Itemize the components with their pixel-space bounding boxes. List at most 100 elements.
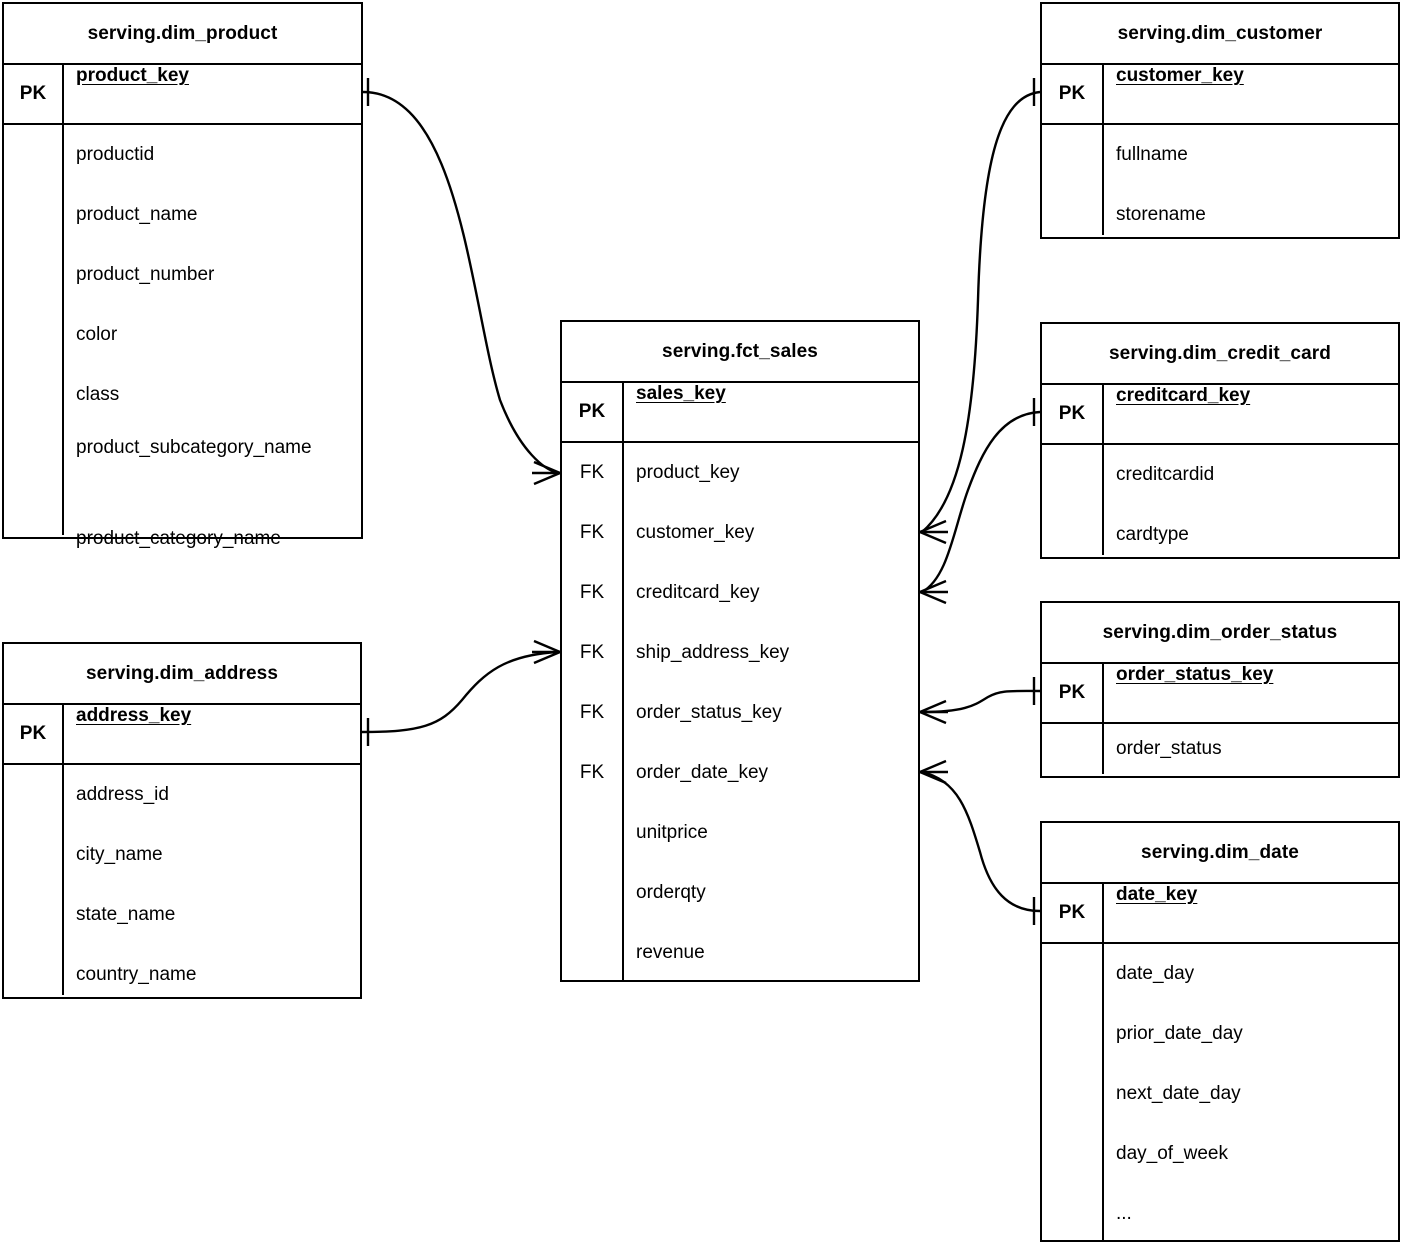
- entity-dim-product[interactable]: serving.dim_product PK product_key produ…: [2, 2, 363, 549]
- entity-title: serving.dim_product: [4, 4, 361, 65]
- pk-field-name: creditcard_key: [1116, 385, 1251, 406]
- entity-title: serving.dim_address: [4, 644, 360, 705]
- attribute-key-column: [1042, 944, 1104, 1240]
- attribute-body: fullname storename: [1042, 125, 1398, 235]
- pk-field-name: customer_key: [1116, 65, 1244, 86]
- pk-row: PK order_status_key: [1042, 664, 1398, 724]
- pk-key-cell: PK: [1042, 664, 1104, 722]
- fk-label: [562, 863, 622, 923]
- attribute-row: creditcard_key: [636, 582, 760, 603]
- attribute-list: fullname storename: [1104, 125, 1398, 235]
- attribute-row: creditcardid: [1116, 464, 1215, 485]
- attribute-row: order_date_key: [636, 762, 769, 783]
- attribute-row: product_name: [76, 204, 198, 225]
- attribute-row: cardtype: [1116, 524, 1189, 545]
- pk-row: PK customer_key: [1042, 65, 1398, 125]
- attribute-key-column: [1042, 125, 1104, 235]
- entity-dim-credit-card[interactable]: serving.dim_credit_card PK creditcard_ke…: [1040, 322, 1400, 559]
- fk-label: FK: [579, 642, 605, 663]
- link-creditcard: [921, 410, 1041, 594]
- fk-label: FK: [579, 582, 605, 603]
- attribute-row: class: [76, 384, 120, 405]
- pk-field-cell: order_status_key: [1104, 664, 1398, 722]
- attribute-key-column: FK FK FK FK FK FK: [562, 443, 624, 980]
- link-date: [921, 770, 1041, 913]
- pk-key-cell: PK: [562, 383, 624, 441]
- pk-row: PK address_key: [4, 705, 360, 765]
- entity-dim-date[interactable]: serving.dim_date PK date_key date_day pr…: [1040, 821, 1400, 1242]
- entity-dim-order-status[interactable]: serving.dim_order_status PK order_status…: [1040, 601, 1400, 778]
- attribute-row: customer_key: [636, 522, 755, 543]
- entity-title: serving.dim_date: [1042, 823, 1398, 884]
- entity-dim-customer[interactable]: serving.dim_customer PK customer_key ful…: [1040, 2, 1400, 239]
- link-date-crowfoot: [919, 759, 948, 785]
- attribute-list: creditcardid cardtype: [1104, 445, 1398, 555]
- attribute-body: FK FK FK FK FK FK product_key customer_k…: [562, 443, 918, 980]
- pk-row: PK product_key: [4, 65, 361, 125]
- attribute-row: ...: [1116, 1203, 1132, 1224]
- pk-label: PK: [1058, 682, 1086, 703]
- entity-title: serving.fct_sales: [562, 322, 918, 383]
- link-customer-crowfoot: [919, 519, 948, 545]
- attribute-key-column: [1042, 445, 1104, 555]
- fk-label: FK: [579, 462, 605, 483]
- attribute-list: date_day prior_date_day next_date_day da…: [1104, 944, 1398, 1240]
- pk-key-cell: PK: [1042, 884, 1104, 942]
- fk-label: FK: [579, 522, 605, 543]
- link-address: [361, 650, 559, 734]
- pk-field-name: product_key: [76, 65, 189, 86]
- pk-field-name: address_key: [76, 705, 192, 726]
- attribute-key-column: [1042, 724, 1104, 774]
- attribute-row: state_name: [76, 904, 176, 925]
- fk-label: FK: [579, 762, 605, 783]
- entity-dim-address[interactable]: serving.dim_address PK address_key addre…: [2, 642, 362, 999]
- link-orderstatus-crowfoot: [919, 699, 948, 725]
- pk-key-cell: PK: [4, 65, 64, 123]
- link-customer: [921, 90, 1041, 533]
- link-orderstatus: [921, 689, 1041, 714]
- attribute-row: order_status_key: [636, 702, 782, 723]
- pk-key-cell: PK: [1042, 65, 1104, 123]
- pk-label: PK: [1058, 83, 1086, 104]
- entity-title: serving.dim_order_status: [1042, 603, 1398, 664]
- pk-field-cell: sales_key: [624, 383, 918, 441]
- entity-fct-sales[interactable]: serving.fct_sales PK sales_key FK FK FK …: [560, 320, 920, 982]
- attribute-row: address_id: [76, 784, 169, 805]
- attribute-row: product_number: [76, 264, 215, 285]
- attribute-row: day_of_week: [1116, 1143, 1228, 1164]
- attribute-row: color: [76, 324, 118, 345]
- attribute-list: productid product_name product_number co…: [64, 125, 361, 549]
- entity-title: serving.dim_customer: [1042, 4, 1398, 65]
- attribute-row: revenue: [636, 942, 705, 963]
- attribute-body: productid product_name product_number co…: [4, 125, 361, 549]
- pk-field-name: date_key: [1116, 884, 1198, 905]
- attribute-key-column: [4, 765, 64, 995]
- attribute-row: productid: [76, 144, 155, 165]
- link-product-crowfoot: [532, 460, 561, 486]
- attribute-row: product_subcategory_name: [76, 437, 312, 458]
- pk-field-cell: date_key: [1104, 884, 1398, 942]
- pk-field-cell: creditcard_key: [1104, 385, 1398, 443]
- attribute-row: city_name: [76, 844, 163, 865]
- attribute-row: date_day: [1116, 963, 1195, 984]
- pk-key-cell: PK: [1042, 385, 1104, 443]
- attribute-body: order_status: [1042, 724, 1398, 774]
- attribute-row: unitprice: [636, 822, 708, 843]
- attribute-row: fullname: [1116, 144, 1188, 165]
- attribute-body: creditcardid cardtype: [1042, 445, 1398, 555]
- entity-title: serving.dim_credit_card: [1042, 324, 1398, 385]
- link-creditcard-crowfoot: [919, 579, 948, 605]
- pk-label: PK: [19, 83, 47, 104]
- attribute-row: product_category_name: [76, 528, 281, 549]
- attribute-row: storename: [1116, 204, 1206, 225]
- attribute-list: order_status: [1104, 724, 1398, 774]
- pk-field-cell: address_key: [64, 705, 360, 763]
- attribute-row: country_name: [76, 964, 197, 985]
- pk-label: PK: [578, 401, 606, 422]
- attribute-list: address_id city_name state_name country_…: [64, 765, 360, 995]
- pk-row: PK sales_key: [562, 383, 918, 443]
- attribute-row: next_date_day: [1116, 1083, 1241, 1104]
- pk-field-cell: customer_key: [1104, 65, 1398, 123]
- attribute-row: product_key: [636, 462, 740, 483]
- pk-label: PK: [19, 723, 47, 744]
